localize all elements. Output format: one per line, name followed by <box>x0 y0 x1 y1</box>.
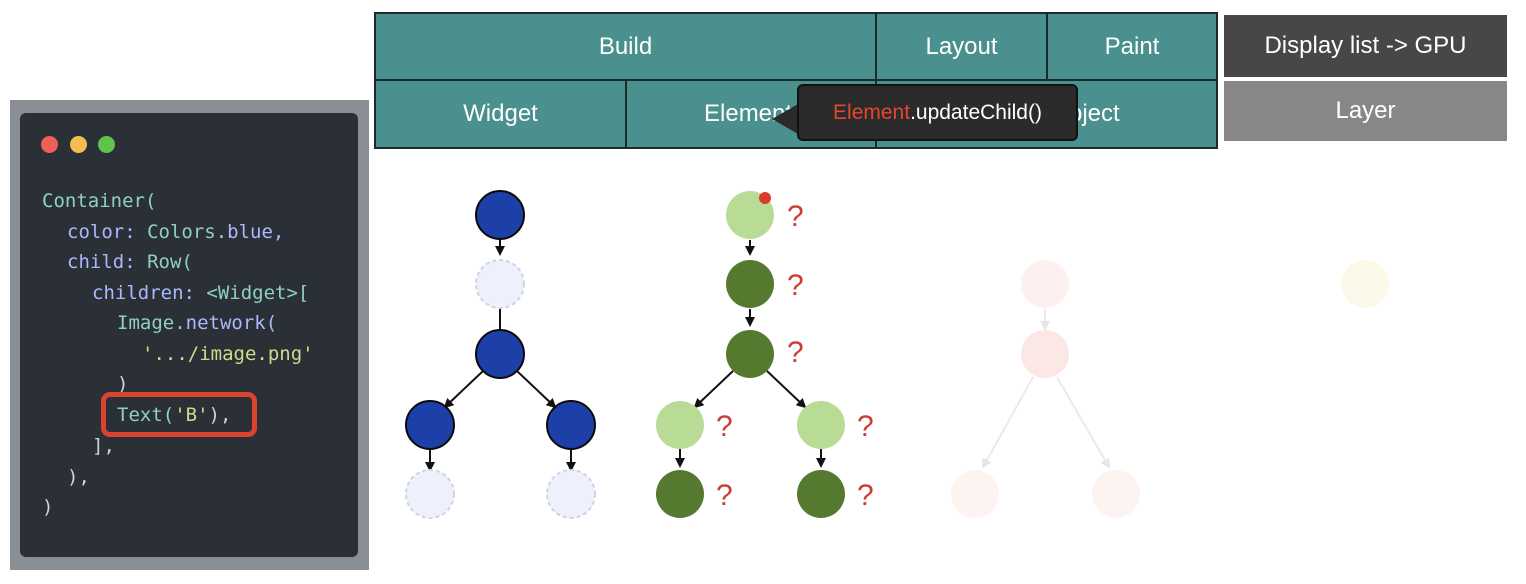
element-tree-edges <box>675 240 826 468</box>
widget-edge <box>443 370 484 409</box>
tooltip-class-name: Element <box>833 100 911 124</box>
widget-label: Widget <box>463 100 538 127</box>
build-label: Build <box>598 32 653 60</box>
tooltip-arrow <box>772 104 798 134</box>
code-line-11: ) <box>42 496 54 518</box>
question-mark: ? <box>787 200 804 233</box>
widget-node-ghost <box>546 469 596 519</box>
paint-label: Paint <box>1104 32 1160 60</box>
widget-node-ghost <box>405 469 455 519</box>
question-mark: ? <box>857 410 874 443</box>
layer-node <box>1341 260 1389 308</box>
code-line-1: Container( <box>42 190 157 212</box>
question-mark: ? <box>787 336 804 369</box>
window-maximize-dot <box>98 136 115 153</box>
question-mark: ? <box>787 269 804 302</box>
element-node-row <box>726 330 774 378</box>
tooltip-method: .updateChild() <box>910 100 1042 124</box>
widget-node-container <box>475 190 525 240</box>
render-tree-faded <box>951 260 1140 518</box>
element-node-raw-image <box>656 470 704 518</box>
paint-phase-cell: Paint <box>1046 12 1218 81</box>
layer-label: Layer <box>1335 97 1396 124</box>
code-line-8: Text('B'), <box>117 404 232 426</box>
code-line-6: '.../image.png' <box>142 343 314 365</box>
code-line-5: Image.network( <box>117 312 278 334</box>
widget-node-ghost <box>475 259 525 309</box>
widget-tree-edges <box>425 240 576 472</box>
code-line-2: color: Colors.blue, <box>67 221 285 243</box>
question-mark: ? <box>716 410 733 443</box>
element-node-rich-text <box>797 470 845 518</box>
code-editor-card <box>20 113 358 557</box>
code-line-4: children: <Widget>[ <box>92 282 310 304</box>
layer-tree-cell: Layer <box>1224 81 1507 141</box>
element-edge <box>693 370 734 409</box>
layout-label: Layout <box>925 32 998 60</box>
render-node <box>1021 260 1069 308</box>
widget-tree-nodes <box>405 190 596 519</box>
element-node-image <box>656 401 704 449</box>
text-widget-highlight <box>101 392 257 437</box>
widget-node-row <box>475 329 525 379</box>
render-edge <box>1056 376 1111 469</box>
widget-node-image <box>405 400 455 450</box>
display-list-cell: Display list -> GPU <box>1224 15 1507 77</box>
dirty-marker-dot <box>759 192 771 204</box>
render-edge <box>982 376 1034 469</box>
widget-edge <box>516 370 557 409</box>
widget-node-text <box>546 400 596 450</box>
build-phase-cell: Build <box>374 12 877 81</box>
render-node <box>1021 330 1069 378</box>
question-mark: ? <box>857 479 874 512</box>
display-list-label: Display list -> GPU <box>1264 32 1467 59</box>
code-line-7: ) <box>117 373 129 395</box>
question-mark: ? <box>716 479 733 512</box>
window-minimize-dot <box>70 136 87 153</box>
code-line-10: ), <box>67 466 90 488</box>
code-line-3: child: Row( <box>67 251 193 273</box>
update-child-tooltip: Element.updateChild() <box>797 84 1078 141</box>
element-node-text <box>797 401 845 449</box>
render-node <box>1092 470 1140 518</box>
question-marks: ? ? ? ? ? ? ? <box>716 200 874 512</box>
code-line-9: ], <box>92 435 115 457</box>
widget-tree-cell: Widget <box>374 79 627 149</box>
render-node <box>951 470 999 518</box>
element-edge <box>766 370 807 409</box>
window-close-dot <box>41 136 58 153</box>
element-tree-nodes <box>656 191 845 518</box>
element-node-padding <box>726 260 774 308</box>
